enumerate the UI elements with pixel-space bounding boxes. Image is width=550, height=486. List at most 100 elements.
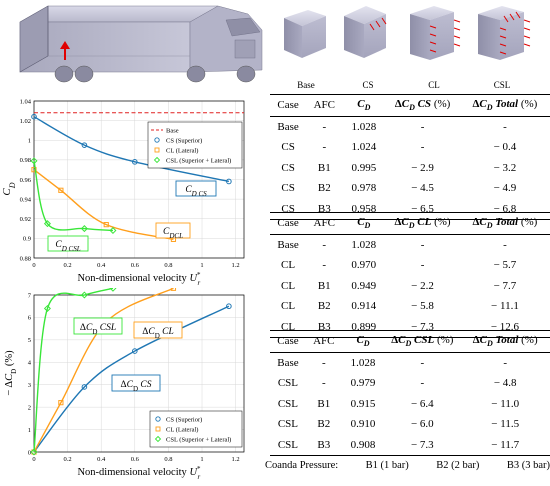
- table-cell: 1.028: [350, 356, 376, 369]
- thumb-base: [284, 10, 326, 58]
- data-point-s2-p2: [80, 291, 88, 299]
- annotation-delta-cd-cs: ΔCD CS: [111, 374, 161, 393]
- y-tick-label: 6: [28, 315, 32, 322]
- y-tick-label: 0.94: [20, 196, 32, 203]
- pressure-b1: B1 (1 bar): [365, 460, 409, 471]
- table-cell: 0.915: [350, 397, 376, 410]
- table-header-cell: ΔCD Total (%): [460, 330, 550, 353]
- y-tick-label: 1: [28, 427, 31, 434]
- table-cell: − 4.9: [493, 182, 517, 195]
- table-row: CS-1.024-− 0.4: [270, 137, 550, 158]
- table-cell: − 7.3: [384, 434, 461, 456]
- x-tick-label: 1: [200, 456, 203, 463]
- series-line-1: [33, 169, 174, 241]
- table-cell: B1: [317, 279, 331, 292]
- thumb-cl: [410, 6, 461, 60]
- series-line-2: [33, 288, 114, 453]
- table-cell: − 6.4: [410, 397, 434, 410]
- svg-text:CSL (Superior + Lateral): CSL (Superior + Lateral): [166, 158, 231, 165]
- table-row: CL-0.970-− 5.7: [270, 255, 550, 276]
- table-cell: − 7.7: [493, 279, 517, 292]
- y-tick-label: 1.02: [20, 118, 31, 125]
- table-cell: B1: [317, 161, 331, 174]
- table-cell: B2: [317, 182, 331, 195]
- table-cell: -: [322, 120, 327, 133]
- data-point-s1-p1: [58, 400, 64, 406]
- table-cell: Base: [277, 120, 299, 133]
- series-line-1: [33, 288, 174, 453]
- annotation-cd-cs: CD CS: [175, 180, 217, 198]
- table-header-cell: ΔCD CS (%): [385, 94, 460, 117]
- pressure-b3: B3 (3 bar): [506, 460, 550, 471]
- table-header-cell: ΔCD Total (%): [459, 212, 550, 235]
- table-cell: − 11.5: [491, 418, 520, 431]
- table-cell: − 6.0: [410, 418, 434, 431]
- table-row: CSL-0.979-− 4.8: [270, 373, 550, 394]
- table-cell: 0.970: [351, 259, 377, 272]
- thumb-cs: [344, 6, 387, 58]
- table-header-cell: Case: [270, 330, 306, 353]
- table-cell: 0.910: [350, 418, 376, 431]
- y-tick-label: 4: [28, 360, 32, 367]
- svg-text:CSL (Superior + Lateral): CSL (Superior + Lateral): [166, 437, 231, 444]
- table-cell: CSL: [277, 397, 299, 410]
- table-header-cell: AFC: [306, 212, 343, 235]
- table-cell: 1.028: [351, 238, 377, 251]
- table-cell: -: [503, 120, 507, 133]
- x-tick-label: 0.8: [164, 262, 172, 269]
- y-tick-label: 7: [28, 292, 32, 299]
- cd-chart-xlabel: Non-dimensional velocity U*r: [77, 271, 201, 287]
- table-cell: − 4.5: [411, 182, 434, 195]
- x-tick-label: 0.2: [64, 262, 72, 269]
- table-cell: − 2.2: [411, 279, 434, 292]
- table-cell: − 5.8: [411, 300, 434, 313]
- data-point-s1-p1: [58, 187, 64, 193]
- table-cell: -: [503, 356, 508, 369]
- cd-chart-frame: [33, 100, 245, 259]
- y-tick-label: 3: [28, 382, 31, 389]
- thumb-label-csl: CSL: [493, 80, 511, 90]
- y-tick-label: 0.88: [20, 255, 31, 262]
- table-header-cell: Case: [270, 212, 307, 235]
- table-cell: − 11.7: [460, 434, 550, 456]
- delta-cd-chart-frame: [33, 294, 245, 453]
- table-cell: B1: [317, 397, 331, 410]
- data-point-s1-p2: [103, 222, 109, 228]
- table-row: Base-1.028--: [270, 234, 550, 255]
- annotation-cd-cl: CDCL: [155, 222, 191, 240]
- svg-text:ΔCD CSL: ΔCD CSL: [80, 323, 116, 336]
- table-cell: 1.028: [351, 120, 377, 133]
- coanda-pressure-label: Coanda Pressure:: [265, 460, 339, 471]
- table-cell: 0.908: [341, 434, 385, 456]
- svg-text:ΔCD CS: ΔCD CS: [121, 380, 152, 393]
- table-cell: B3: [305, 434, 342, 456]
- thumb-label-cs: CS: [362, 80, 374, 90]
- table-cell: − 0.4: [493, 141, 517, 154]
- y-tick-label: 0.9: [23, 236, 31, 243]
- table-cell: B2: [317, 300, 331, 313]
- truck-illustration: [19, 5, 263, 83]
- table-cell: -: [420, 356, 425, 369]
- data-point-s2-p3: [109, 288, 117, 292]
- table-cell: Base: [277, 356, 299, 369]
- thumb-csl: [478, 6, 531, 60]
- table-cell: − 2.9: [411, 161, 434, 174]
- x-tick-label: 0.4: [97, 456, 106, 463]
- x-tick-label: 1.2: [232, 456, 240, 463]
- table-cell: -: [322, 238, 327, 251]
- table-header-cell: AFC: [305, 330, 342, 353]
- annotation-cd-csl: CD CSL: [47, 235, 89, 253]
- data-point-s0-p0: [31, 113, 37, 120]
- table-header-cell: ΔCD Total (%): [459, 94, 550, 117]
- table-header-cell: AFC: [306, 94, 343, 117]
- x-tick-label: 1: [200, 262, 203, 269]
- table-header-cell: ΔCD CSL (%): [384, 330, 461, 353]
- table-cell: CL: [281, 300, 296, 313]
